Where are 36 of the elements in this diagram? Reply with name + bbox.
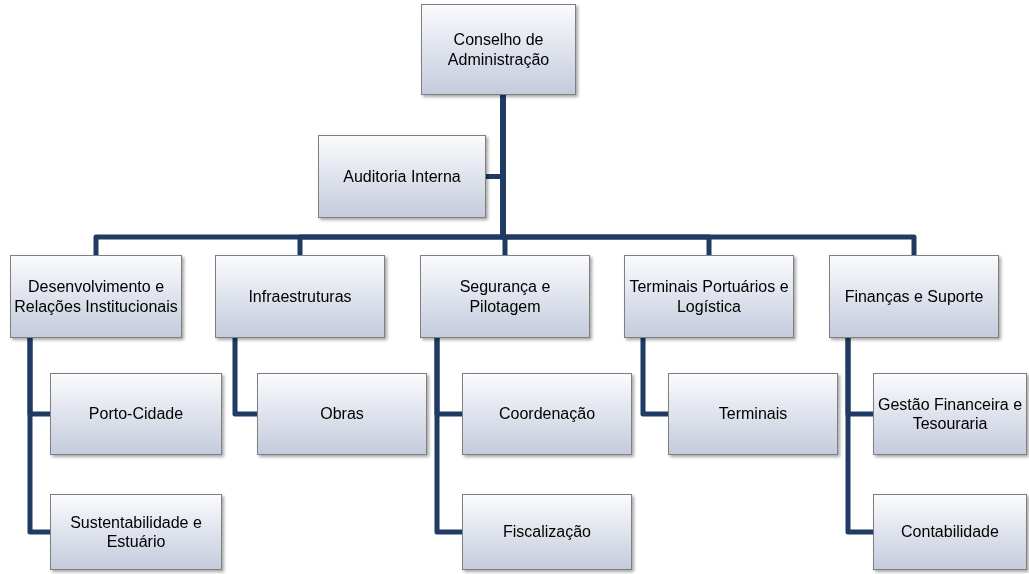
org-box <box>421 4 576 95</box>
box-label: Sustentabilidade e Estuário <box>69 512 203 552</box>
box-label: Contabilidade <box>900 522 1000 542</box>
box-label: Obras <box>319 404 365 424</box>
box-label: Desenvolvimento e Relações Institucionais <box>13 277 179 316</box>
box-label: Coordenação <box>497 404 597 424</box>
org-box <box>462 373 632 455</box>
org-box <box>10 255 182 338</box>
org-box <box>50 494 222 570</box>
org-box <box>624 255 794 338</box>
box-label: Auditoria Interna <box>342 166 462 187</box>
box-label: Terminais Portuários e Logística <box>628 277 790 316</box>
box-label: Fiscalização <box>502 522 592 542</box>
org-box <box>420 255 590 338</box>
connector-line <box>640 338 668 417</box>
box-label: Conselho de Administração <box>446 30 551 69</box>
box-label: Porto-Cidade <box>87 404 185 424</box>
connector-line <box>845 338 873 535</box>
org-box <box>215 255 385 338</box>
org-box <box>873 494 1027 570</box>
box-label: Terminais <box>717 404 789 424</box>
org-box <box>829 255 999 338</box>
box-label: Finanças e Suporte <box>843 286 985 307</box>
org-box <box>318 135 486 218</box>
org-box <box>257 373 427 455</box>
org-box <box>873 373 1027 455</box>
org-box <box>462 494 632 570</box>
org-box <box>50 373 222 455</box>
org-box <box>668 373 838 455</box>
box-label: Segurança e Pilotagem <box>458 277 552 316</box>
connector-line <box>500 95 917 255</box>
connector-line <box>434 338 462 535</box>
box-label: Gestão Financeira e Tesouraria <box>876 394 1024 434</box>
connector-line <box>232 338 257 417</box>
connector-line <box>27 338 50 535</box>
box-label: Infraestruturas <box>247 286 353 307</box>
